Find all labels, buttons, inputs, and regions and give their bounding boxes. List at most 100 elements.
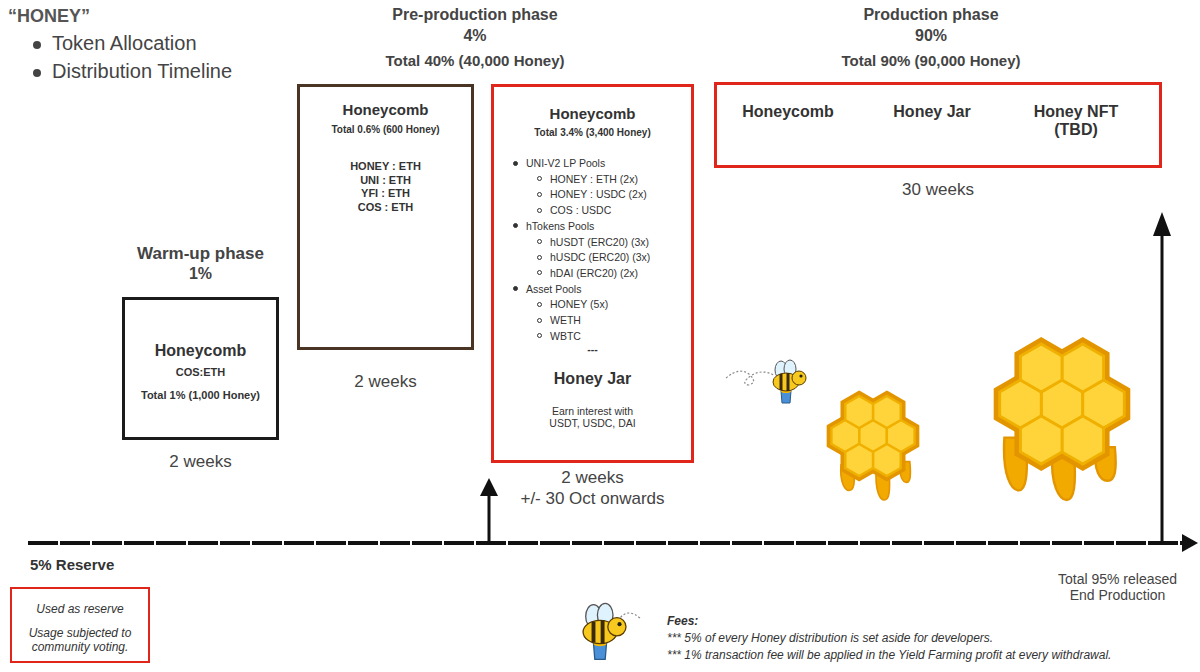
axis-arrowhead bbox=[1182, 534, 1198, 552]
comb-outline bbox=[1020, 344, 1062, 392]
fees-heading: Fees: bbox=[667, 615, 698, 629]
list-bullet bbox=[513, 286, 518, 291]
box-heading: Honeycomb bbox=[300, 101, 471, 118]
pool-item: HONEY (5x) bbox=[550, 298, 608, 310]
marker-arrowhead bbox=[480, 478, 498, 496]
phase-box: HoneycombTotal 3.4% (3,400 Honey)UNI-V2 … bbox=[491, 84, 694, 463]
comb-cell bbox=[873, 444, 901, 476]
phase-total: Total 90% (90,000 Honey) bbox=[771, 52, 1091, 69]
pool-item: YFI : ETH bbox=[300, 187, 471, 200]
comb-cell bbox=[1020, 344, 1062, 392]
sublist-bullet bbox=[537, 318, 542, 323]
phase-percent: 90% bbox=[831, 27, 1031, 45]
pool-item: HONEY : ETH (2x) bbox=[550, 173, 638, 185]
pool-item: UNI : ETH bbox=[300, 174, 471, 187]
allocation-total: Total 3.4% (3,400 Honey) bbox=[494, 127, 691, 139]
pool-item: hDAI (ERC20) (2x) bbox=[550, 267, 638, 279]
comb-cell bbox=[873, 396, 901, 428]
pool-item: COS:ETH bbox=[125, 366, 276, 379]
comb-cell bbox=[845, 396, 873, 428]
pool-item: hUSDC (ERC20) (3x) bbox=[550, 251, 650, 263]
box-heading: Honey Jar bbox=[494, 370, 691, 388]
sublist-bullet bbox=[537, 333, 542, 338]
comb-cell bbox=[1020, 416, 1062, 464]
timeline-marker bbox=[1161, 232, 1164, 543]
allocation-total: Total 1% (1,000 Honey) bbox=[125, 389, 276, 402]
comb-outline bbox=[873, 444, 901, 476]
bee-eye bbox=[799, 374, 802, 377]
bee-illustration bbox=[583, 603, 626, 659]
comb-cell bbox=[1062, 416, 1104, 464]
timeline-axis bbox=[28, 541, 1184, 545]
phase-heading: Production phase bbox=[831, 6, 1031, 24]
fees-note: *** 1% transaction fee will be applied i… bbox=[667, 649, 1197, 663]
sublist-bullet bbox=[537, 302, 542, 307]
comb-outline bbox=[1020, 416, 1062, 464]
pool-item: COS : ETH bbox=[300, 201, 471, 214]
bee-head bbox=[792, 371, 806, 385]
list-bullet bbox=[513, 223, 518, 228]
sublist-bullet bbox=[537, 239, 542, 244]
pool-group: Asset Pools bbox=[526, 283, 581, 295]
subtitle-item: Distribution Timeline bbox=[52, 60, 232, 83]
pool-item: HONEY : USDC (2x) bbox=[550, 188, 647, 200]
end-label: Total 95% released End Production bbox=[1045, 571, 1190, 603]
sublist-bullet bbox=[537, 255, 542, 260]
separator: --- bbox=[494, 343, 691, 355]
comb-outline bbox=[845, 396, 873, 428]
reserve-box: 5% ReserveUsed as reserveUsage subjected… bbox=[10, 587, 150, 663]
date-label: +/- 30 Oct onwards bbox=[494, 489, 691, 509]
pool-item: WETH bbox=[550, 314, 581, 326]
phase-heading: Warm-up phase bbox=[125, 244, 276, 264]
sublist-bullet bbox=[537, 192, 542, 197]
pool-item: hUSDT (ERC20) (3x) bbox=[550, 236, 649, 248]
phase-heading: Pre-production phase bbox=[355, 6, 595, 24]
phase-percent: 4% bbox=[375, 27, 575, 45]
sublist-bullet bbox=[537, 208, 542, 213]
sublist-bullet bbox=[537, 270, 542, 275]
phase-total: Total 40% (40,000 Honey) bbox=[315, 52, 635, 69]
bee-trail bbox=[726, 371, 774, 385]
reserve-note: Usage subjected to community voting. bbox=[18, 627, 142, 655]
diagram-title: “HONEY” bbox=[8, 6, 90, 27]
duration-label: 2 weeks bbox=[494, 468, 691, 488]
subtitle-item: Token Allocation bbox=[52, 32, 197, 55]
pool-item: WBTC bbox=[550, 330, 581, 342]
bee-eye bbox=[617, 622, 621, 626]
timeline-marker bbox=[488, 492, 491, 543]
fees-note: *** 5% of every Honey distribution is se… bbox=[667, 632, 1197, 646]
duration-label: 30 weeks bbox=[717, 180, 1159, 200]
allocation-total: Total 0.6% (600 Honey) bbox=[300, 124, 471, 136]
honeycomb-illustration bbox=[1000, 344, 1125, 500]
comb-outline bbox=[1062, 416, 1104, 464]
title-bullet bbox=[33, 69, 41, 77]
box-heading: Honeycomb bbox=[125, 342, 276, 360]
marker-arrowhead bbox=[1153, 212, 1171, 236]
title-bullet bbox=[33, 41, 41, 49]
box-note: Earn interest with USDT, USDC, DAI bbox=[540, 405, 645, 429]
bee-head bbox=[608, 618, 626, 636]
pool-item: HONEY : ETH bbox=[300, 160, 471, 173]
box-heading: Honey Jar bbox=[872, 103, 992, 121]
phase-percent: 1% bbox=[125, 265, 276, 283]
bee-illustration bbox=[773, 360, 806, 403]
comb-outline bbox=[845, 444, 873, 476]
phase-box: Warm-up phase1%HoneycombCOS:ETHTotal 1% … bbox=[122, 297, 279, 440]
sublist-bullet bbox=[537, 176, 542, 181]
box-heading: Honeycomb bbox=[728, 103, 848, 121]
bee-stripes bbox=[781, 373, 788, 391]
list-bullet bbox=[513, 161, 518, 166]
duration-label: 2 weeks bbox=[125, 452, 276, 472]
box-heading: Honey NFT (TBD) bbox=[1021, 103, 1131, 140]
pool-item: COS : USDC bbox=[550, 204, 611, 216]
phase-box: HoneycombHoney JarHoney NFT (TBD)30 week… bbox=[714, 82, 1162, 168]
duration-label: 2 weeks bbox=[300, 372, 471, 392]
phase-box: HoneycombTotal 0.6% (600 Honey) HONEY : E… bbox=[297, 84, 474, 350]
reserve-heading: 5% Reserve bbox=[30, 556, 114, 573]
pool-group: hTokens Pools bbox=[526, 220, 594, 232]
reserve-note: Used as reserve bbox=[12, 603, 148, 617]
box-heading: Honeycomb bbox=[494, 105, 691, 122]
comb-cell bbox=[845, 444, 873, 476]
